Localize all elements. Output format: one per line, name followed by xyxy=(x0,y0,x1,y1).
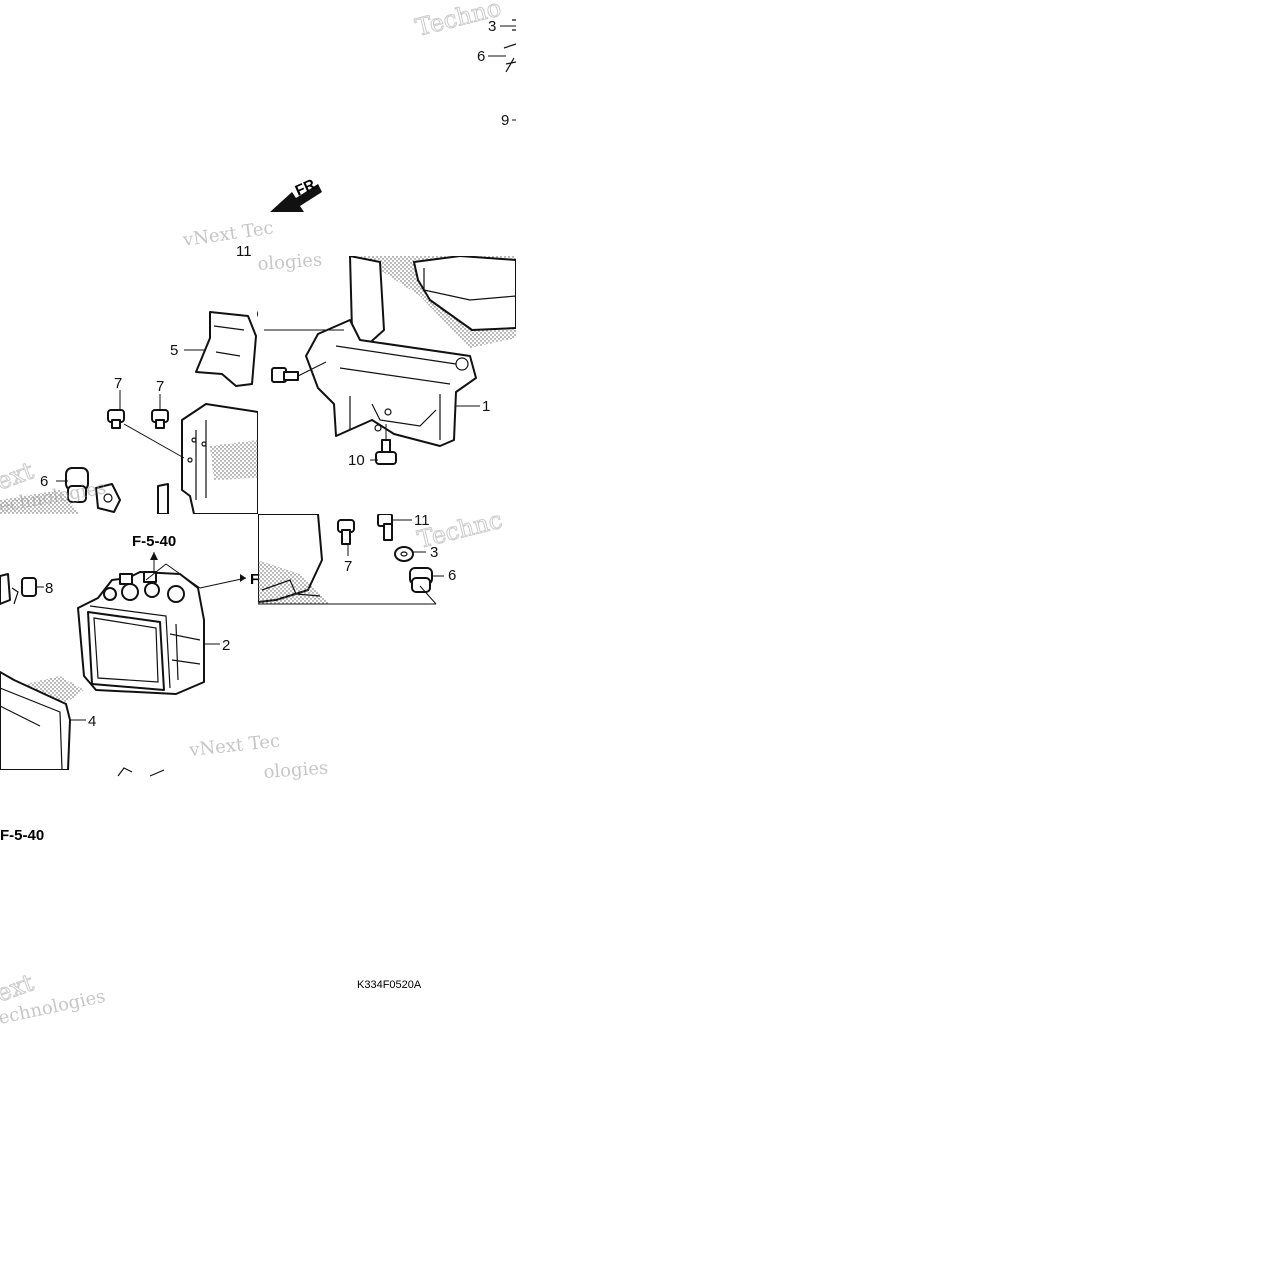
figure-code: K334F0520A xyxy=(357,979,422,991)
callout-3-top: 3 xyxy=(488,18,496,35)
bolt-frame-side xyxy=(271,367,299,383)
callout-7-lower: 7 xyxy=(344,558,352,575)
watermark: ologies xyxy=(263,758,329,783)
reference-label-f: F xyxy=(250,571,259,588)
lower-left-tile xyxy=(0,552,247,770)
watermark: ologies xyxy=(257,250,323,275)
callout-4: 4 xyxy=(88,713,96,730)
callout-11-lower: 11 xyxy=(414,512,430,529)
callout-6-top: 6 xyxy=(477,48,485,65)
reference-label-f540-bottom: F-5-40 xyxy=(0,827,44,844)
fr-arrow-icon xyxy=(270,184,322,212)
top-tile xyxy=(488,19,517,121)
callout-2: 2 xyxy=(222,637,230,654)
callout-5: 5 xyxy=(170,342,178,359)
callout-11-upper: 11 xyxy=(236,243,252,260)
callout-7-b: 7 xyxy=(156,378,164,395)
partial-shape xyxy=(117,767,133,777)
partial-shape-2 xyxy=(149,769,165,777)
grommet-6-left xyxy=(65,467,121,513)
bolt-10 xyxy=(375,439,397,465)
lower-right-tile xyxy=(258,514,444,605)
watermark: vNext Tec xyxy=(187,731,281,762)
washer-3-lower xyxy=(394,546,414,562)
direction-label: FR. xyxy=(293,174,322,199)
reference-label-f540: F-5-40 xyxy=(132,533,176,550)
bolt-7-b xyxy=(151,409,169,429)
bolt-11-lower xyxy=(377,514,393,541)
tray-4 xyxy=(0,671,84,770)
callout-1: 1 xyxy=(482,398,490,415)
bolt-7-a xyxy=(107,409,125,429)
callout-7-a: 7 xyxy=(114,375,122,392)
watermark: vNext Tec xyxy=(181,217,275,251)
grommet-6-lower xyxy=(409,567,433,593)
mid-right-tile xyxy=(264,256,516,465)
clip-8 xyxy=(0,573,37,605)
callout-3-lower: 3 xyxy=(430,544,438,561)
callout-10: 10 xyxy=(348,452,365,469)
mid-left-tile xyxy=(0,310,258,514)
bolt-7-lower xyxy=(337,519,355,545)
callout-9-top: 9 xyxy=(501,112,509,129)
callout-6-lower: 6 xyxy=(448,567,456,584)
callout-8: 8 xyxy=(45,580,53,597)
callout-6-left: 6 xyxy=(40,473,48,490)
abs-modulator-2 xyxy=(77,571,205,695)
